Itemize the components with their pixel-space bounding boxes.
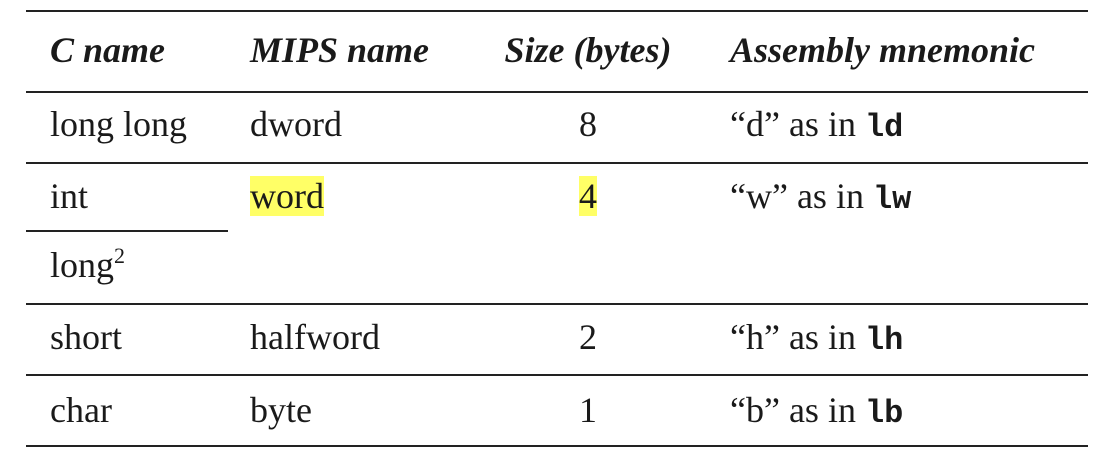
c-name-long: long (50, 245, 115, 285)
mnemonic-text: “h” as in (730, 317, 865, 357)
table-row-mips-name: byte (250, 390, 312, 430)
bottom-rule (26, 445, 1088, 447)
row-rule (26, 303, 1088, 305)
table-row-mips-name: word (250, 176, 324, 216)
header-rule (26, 91, 1088, 93)
mnemonic-code: lh (864, 322, 904, 359)
row-rule (26, 374, 1088, 376)
table-row-mnemonic: “w” as in lw (730, 176, 911, 220)
footnote-marker: 2 (114, 243, 126, 268)
header-mips-name: MIPS name (250, 30, 430, 70)
table-row-c-name: int (50, 176, 89, 216)
top-rule (26, 10, 1088, 12)
mnemonic-text: “b” as in (730, 390, 865, 430)
table-row-mnemonic: “h” as in lh (730, 317, 903, 361)
table-row-size: 8 (579, 104, 597, 144)
table-row-mnemonic: “d” as in ld (730, 104, 903, 148)
highlighted-mips-name: word (250, 176, 324, 216)
table-row-c-name: short (50, 317, 122, 357)
header-size: Size (bytes) (504, 30, 672, 70)
mnemonic-text: “w” as in (730, 176, 873, 216)
table-row-size: 2 (579, 317, 597, 357)
highlighted-size: 4 (579, 176, 597, 216)
mnemonic-code: lb (864, 395, 904, 432)
table-row-mips-name: dword (250, 104, 342, 144)
table-row-mips-name: halfword (250, 317, 380, 357)
mnemonic-code: lw (872, 181, 912, 218)
table-row-c-name-secondary: long2 (50, 243, 126, 286)
table-row-mnemonic: “b” as in lb (730, 390, 903, 434)
row-rule (26, 162, 1088, 164)
header-c-name: C name (50, 30, 166, 70)
header-mnemonic: Assembly mnemonic (730, 30, 1035, 70)
mnemonic-text: “d” as in (730, 104, 865, 144)
table-row-size: 4 (478, 176, 698, 216)
table-row-c-name: char (50, 390, 112, 430)
sub-row-rule (26, 230, 228, 232)
table-row-c-name: long long (50, 104, 188, 144)
table-row-size: 1 (579, 390, 597, 430)
mnemonic-code: ld (864, 109, 904, 146)
